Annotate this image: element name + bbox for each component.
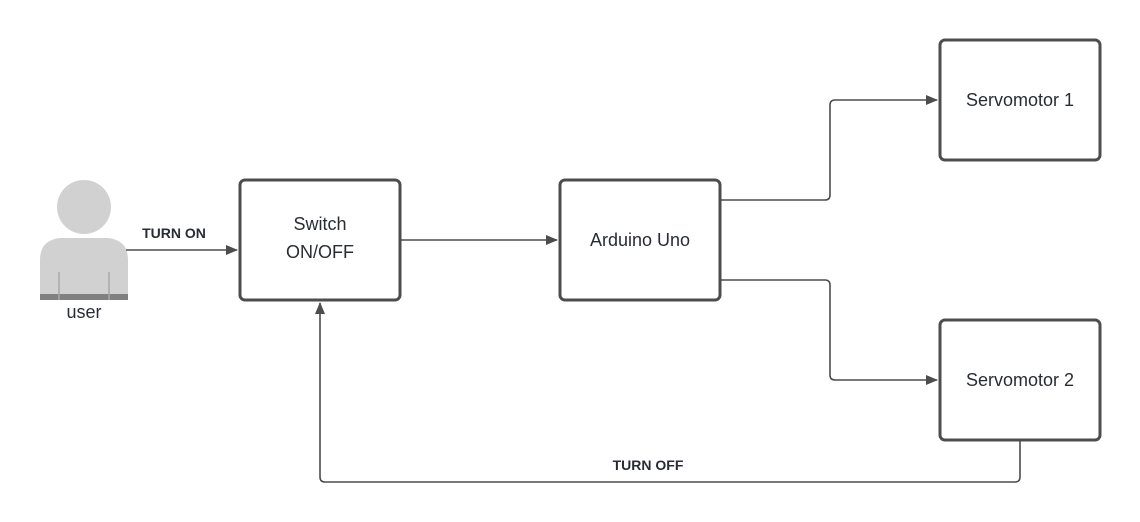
servo1-node: Servomotor 1 — [938, 38, 1102, 162]
servo2-node: Servomotor 2 — [938, 318, 1102, 442]
turn-off-connector — [315, 302, 1021, 483]
arduino-to-servo1-connector — [721, 95, 938, 201]
servo1-label: Servomotor 1 — [966, 90, 1074, 110]
user-label: user — [66, 302, 101, 322]
turn-off-label: TURN OFF — [613, 457, 684, 473]
user-icon — [40, 180, 128, 300]
turn-on-label: TURN ON — [142, 225, 206, 241]
arduino-to-servo2-connector — [721, 279, 938, 385]
switch-node: Switch ON/OFF — [238, 178, 402, 302]
servo2-label: Servomotor 2 — [966, 370, 1074, 390]
switch-label-line2: ON/OFF — [286, 242, 354, 262]
arduino-label: Arduino Uno — [590, 230, 690, 250]
switch-label-line1: Switch — [293, 214, 346, 234]
arduino-node: Arduino Uno — [558, 178, 722, 302]
